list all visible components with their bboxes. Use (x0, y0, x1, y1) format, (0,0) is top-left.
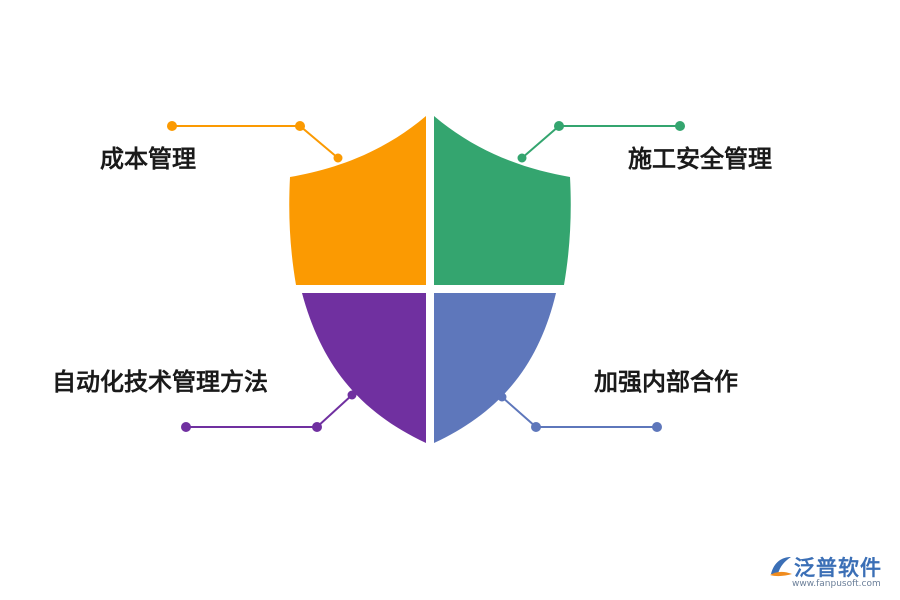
connector-top-right (517, 121, 685, 163)
watermark-logo: 泛普软件 www.fanpusoft.com (768, 552, 898, 596)
label-bottom-left: 自动化技术管理方法 (52, 368, 268, 396)
connector-top-left (167, 121, 343, 163)
label-bottom-right: 加强内部合作 (594, 368, 738, 396)
connector-bottom-left (181, 390, 357, 432)
logo-url: www.fanpusoft.com (792, 579, 881, 589)
logo-mark-icon (770, 557, 792, 577)
shield-quadrant-bottom-left (302, 293, 426, 443)
logo-name: 泛普软件 (794, 556, 882, 580)
label-top-left: 成本管理 (100, 145, 196, 173)
shield-quadrant-bottom-right (434, 293, 556, 443)
connector-bottom-right (497, 392, 662, 432)
shield-quadrant-top-left (289, 116, 426, 285)
label-top-right: 施工安全管理 (628, 145, 772, 173)
shield-quadrant-top-right (434, 116, 571, 285)
